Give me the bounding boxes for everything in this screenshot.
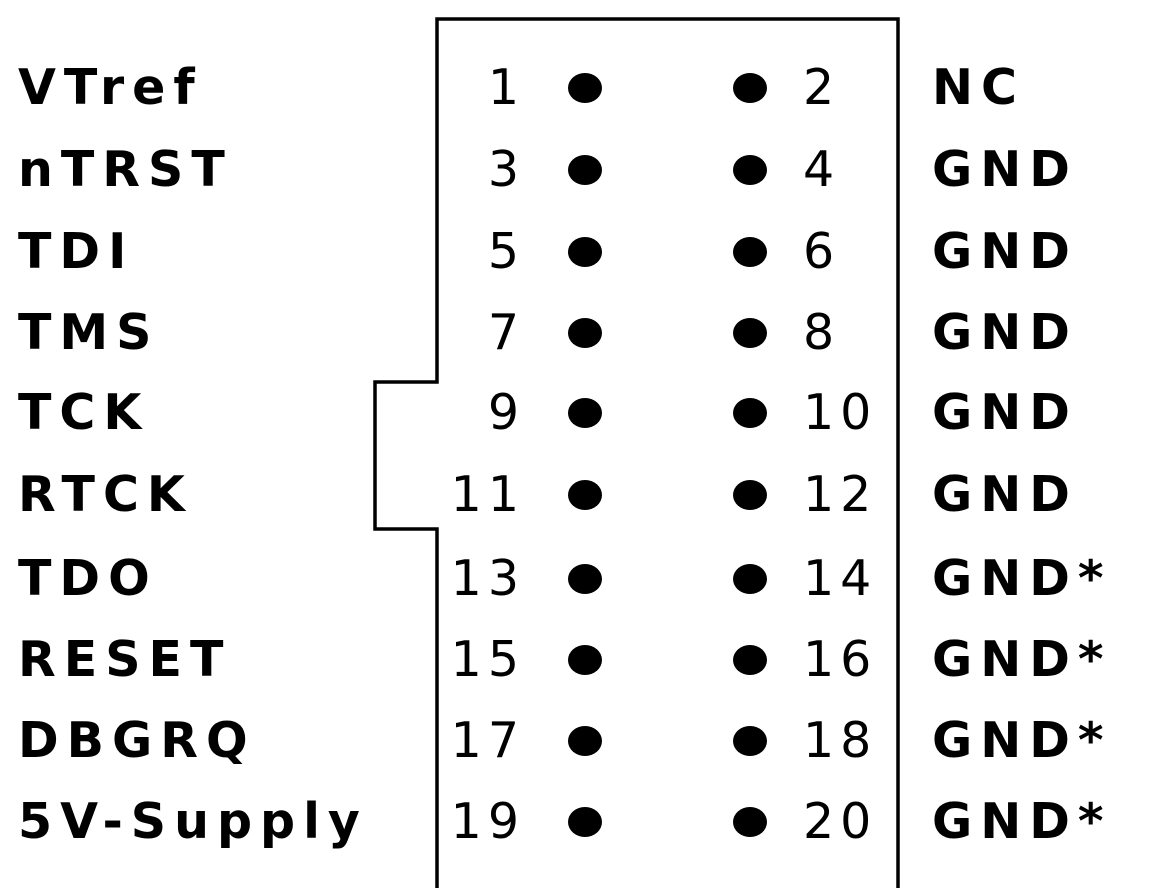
pin-row: VTref 1 2 NC [0,58,1165,118]
left-signal-label: 5V-Supply [18,793,368,850]
right-signal-label: GND* [932,793,1112,850]
pin-dot-icon [733,480,767,510]
left-signal-label: TCK [18,384,150,441]
pin-dot-icon [733,237,767,267]
right-signal-label: GND* [932,550,1112,607]
left-signal-label: TMS [18,304,160,361]
pin-dot-icon [733,645,767,675]
pin-dot-icon [568,318,602,348]
left-pin-number: 5 [487,223,525,280]
left-pin-number: 1 [487,59,525,116]
left-signal-label: RTCK [18,466,193,523]
pin-row: RTCK 11 12 GND [0,465,1165,525]
right-signal-label: GND [932,141,1078,198]
left-pin-number: 7 [487,304,525,361]
pin-dot-icon [568,155,602,185]
left-pin-number: 17 [450,712,525,769]
pin-dot-icon [568,398,602,428]
right-signal-label: GND [932,384,1078,441]
right-pin-number: 4 [803,141,841,198]
right-signal-label: NC [932,59,1025,116]
left-signal-label: nTRST [18,141,233,198]
left-pin-number: 3 [487,141,525,198]
right-pin-number: 6 [803,223,841,280]
left-signal-label: TDI [18,223,135,280]
pin-row: nTRST 3 4 GND [0,140,1165,200]
pin-row: DBGRQ 17 18 GND* [0,711,1165,771]
left-signal-label: VTref [18,59,203,116]
right-signal-label: GND* [932,631,1112,688]
pin-row: TMS 7 8 GND [0,303,1165,363]
right-pin-number: 16 [803,631,878,688]
left-pin-number: 9 [487,384,525,441]
pin-row: TDO 13 14 GND* [0,549,1165,609]
right-signal-label: GND [932,223,1078,280]
pin-dot-icon [568,726,602,756]
pin-dot-icon [568,237,602,267]
pin-dot-icon [733,807,767,837]
left-signal-label: TDO [18,550,158,607]
pin-dot-icon [733,73,767,103]
pin-dot-icon [568,480,602,510]
pin-dot-icon [733,564,767,594]
right-pin-number: 12 [803,466,878,523]
pin-dot-icon [568,807,602,837]
pin-row: TDI 5 6 GND [0,222,1165,282]
right-signal-label: GND* [932,712,1112,769]
left-pin-number: 11 [450,466,525,523]
pin-dot-icon [568,645,602,675]
pin-dot-icon [568,564,602,594]
pin-dot-icon [568,73,602,103]
left-signal-label: DBGRQ [18,712,256,769]
pin-row: RESET 15 16 GND* [0,630,1165,690]
right-pin-number: 2 [803,59,841,116]
right-signal-label: GND [932,466,1078,523]
left-signal-label: RESET [18,631,232,688]
right-pin-number: 10 [803,384,878,441]
right-pin-number: 18 [803,712,878,769]
right-pin-number: 14 [803,550,878,607]
right-pin-number: 20 [803,793,878,850]
pin-row: 5V-Supply 19 20 GND* [0,792,1165,852]
left-pin-number: 19 [450,793,525,850]
pin-dot-icon [733,398,767,428]
pin-dot-icon [733,726,767,756]
right-pin-number: 8 [803,304,841,361]
left-pin-number: 15 [450,631,525,688]
pin-dot-icon [733,318,767,348]
pin-row: TCK 9 10 GND [0,383,1165,443]
left-pin-number: 13 [450,550,525,607]
pin-dot-icon [733,155,767,185]
right-signal-label: GND [932,304,1078,361]
